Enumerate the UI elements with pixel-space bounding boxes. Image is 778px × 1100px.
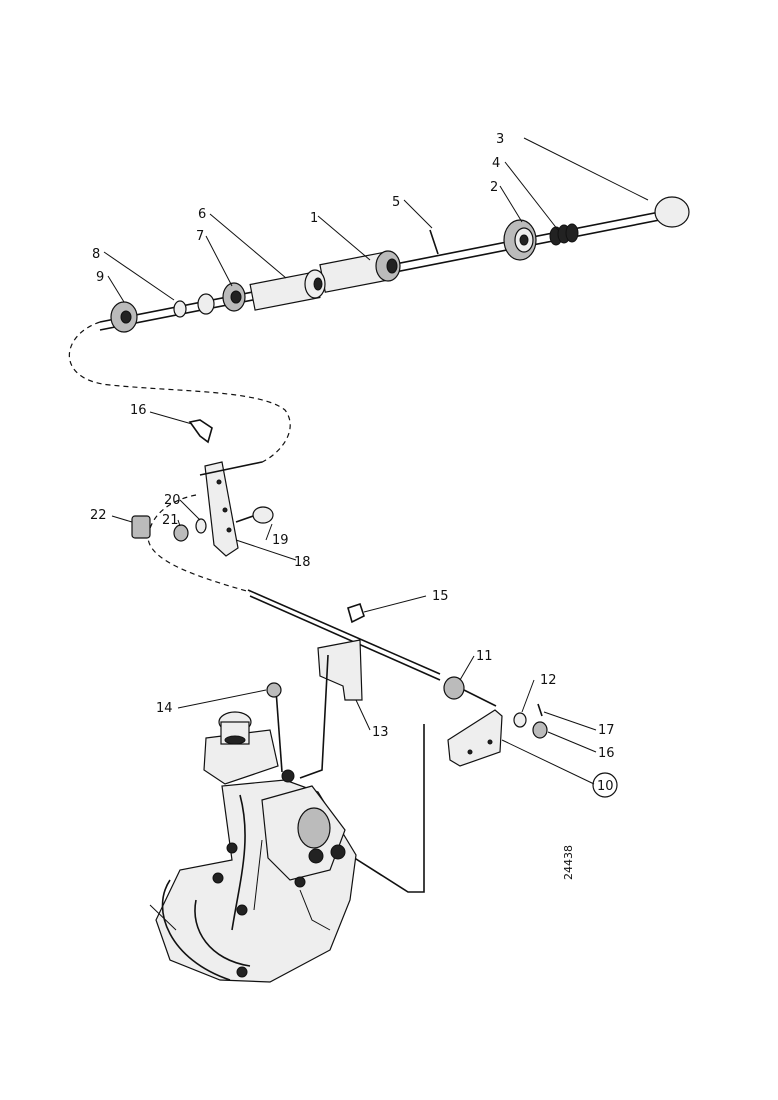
washer-12 (513, 712, 527, 728)
callout-11: 11 (476, 649, 493, 664)
stud-14 (266, 682, 282, 698)
callout-3: 3 (496, 132, 504, 147)
bushing-8 (173, 293, 215, 318)
callout-13: 13 (372, 725, 389, 740)
clip (188, 419, 213, 444)
callout-7: 7 (196, 229, 204, 244)
callout-17: 17 (598, 723, 615, 738)
callout-21: 21 (162, 513, 179, 528)
callout-2: 2 (490, 180, 498, 195)
nut-16 (532, 721, 548, 739)
nut-21 (173, 524, 189, 542)
sleeve (249, 269, 326, 311)
callout-20: 20 (164, 493, 181, 508)
block-22 (131, 515, 151, 539)
callout-1: 1 (310, 211, 318, 226)
bracket-pin (199, 461, 263, 476)
callout-16-lower: 16 (598, 746, 615, 761)
linkage-wire (344, 724, 425, 893)
support-wire (299, 654, 329, 779)
link-rod-edge (249, 595, 441, 681)
lower-linkage (247, 589, 548, 893)
figure-reference-code: 24438 (562, 845, 575, 880)
pin (429, 229, 439, 255)
callout-9: 9 (96, 270, 104, 285)
callout-labels: 3 4 2 5 1 6 7 8 9 16 20 21 22 19 18 15 1… (90, 132, 618, 880)
nut-7 (222, 282, 246, 312)
callout-10: 10 (597, 779, 614, 794)
support-plate (317, 639, 363, 701)
spring (549, 223, 579, 246)
callout-6: 6 (198, 207, 206, 222)
gearbox-housing (149, 711, 357, 983)
leader-lines (103, 137, 649, 785)
cable-route-lower (147, 494, 251, 593)
callout-5: 5 (392, 195, 400, 210)
callout-15: 15 (432, 589, 449, 604)
callout-14: 14 (156, 701, 173, 716)
lever-boss (503, 219, 537, 261)
callout-19: 19 (272, 533, 289, 548)
link-rod (247, 589, 441, 675)
screw-17 (537, 703, 543, 717)
callout-22: 22 (90, 508, 107, 523)
shift-knob (654, 196, 690, 228)
bushing-11 (443, 676, 465, 700)
cable-route-upper (68, 321, 291, 465)
lever-plate (447, 709, 503, 767)
clip-15 (347, 602, 365, 624)
tube-section (319, 250, 401, 293)
cable-end-9 (110, 301, 138, 333)
bracket (204, 461, 239, 557)
callout-16-upper: 16 (130, 403, 147, 418)
callout-4: 4 (492, 156, 500, 171)
bracket-assembly (131, 419, 274, 557)
callout-10-circle (592, 772, 618, 798)
callout-8: 8 (92, 247, 100, 262)
shift-lever-assembly (99, 196, 690, 333)
ball-joint (235, 506, 274, 524)
washer (195, 518, 207, 534)
callout-18: 18 (294, 555, 311, 570)
stud-14-line (275, 689, 283, 773)
callout-12: 12 (540, 673, 557, 688)
